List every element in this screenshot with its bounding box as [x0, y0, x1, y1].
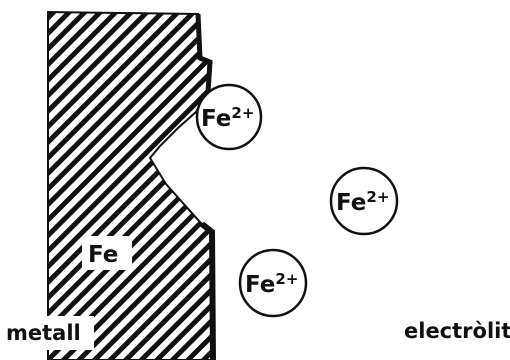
fe2-ion: Fe2+: [331, 168, 397, 234]
ion-charge: 2+: [275, 270, 298, 288]
metal-fe-label: Fe: [88, 242, 118, 268]
metal-region-label: metall: [6, 321, 81, 345]
metal-region: [48, 12, 213, 360]
ion-symbol: Fe: [245, 272, 275, 298]
fe2-ion: Fe2+: [240, 250, 306, 316]
ion-charge: 2+: [231, 104, 254, 122]
ion-symbol: Fe: [201, 106, 231, 132]
electrolyte-region-label: electròlit: [404, 319, 510, 343]
ion-symbol: Fe: [336, 190, 366, 216]
ion-charge: 2+: [366, 188, 389, 206]
fe2-ion: Fe2+: [197, 85, 261, 149]
